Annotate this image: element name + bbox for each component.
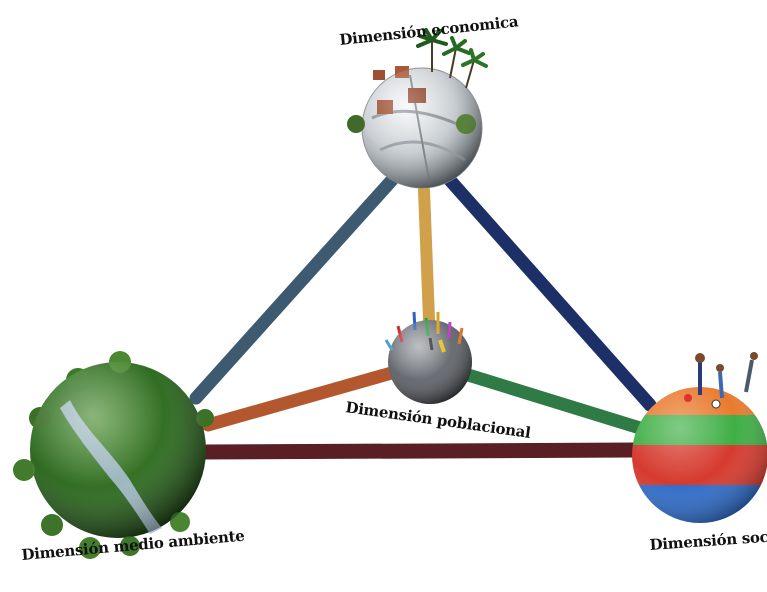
connectors xyxy=(189,171,657,460)
sphere-social xyxy=(632,352,767,523)
label-economica: Dimensión economica xyxy=(339,12,520,49)
children-icon xyxy=(684,352,758,409)
connector-economica-social xyxy=(441,171,657,412)
sphere-medio-ambiente xyxy=(13,351,214,559)
connector-medio-ambiente-social xyxy=(204,442,641,460)
connector-economica-medio-ambiente xyxy=(189,173,399,405)
sphere-economica xyxy=(347,28,488,189)
sphere-poblacional xyxy=(384,311,472,404)
connector-poblacional-social xyxy=(445,363,647,435)
connector-poblacional-medio-ambiente xyxy=(201,365,402,432)
connector-economica-poblacional xyxy=(418,184,436,351)
label-social: Dimensión social xyxy=(649,526,767,554)
label-poblacional: Dimensión poblacional xyxy=(344,398,532,442)
